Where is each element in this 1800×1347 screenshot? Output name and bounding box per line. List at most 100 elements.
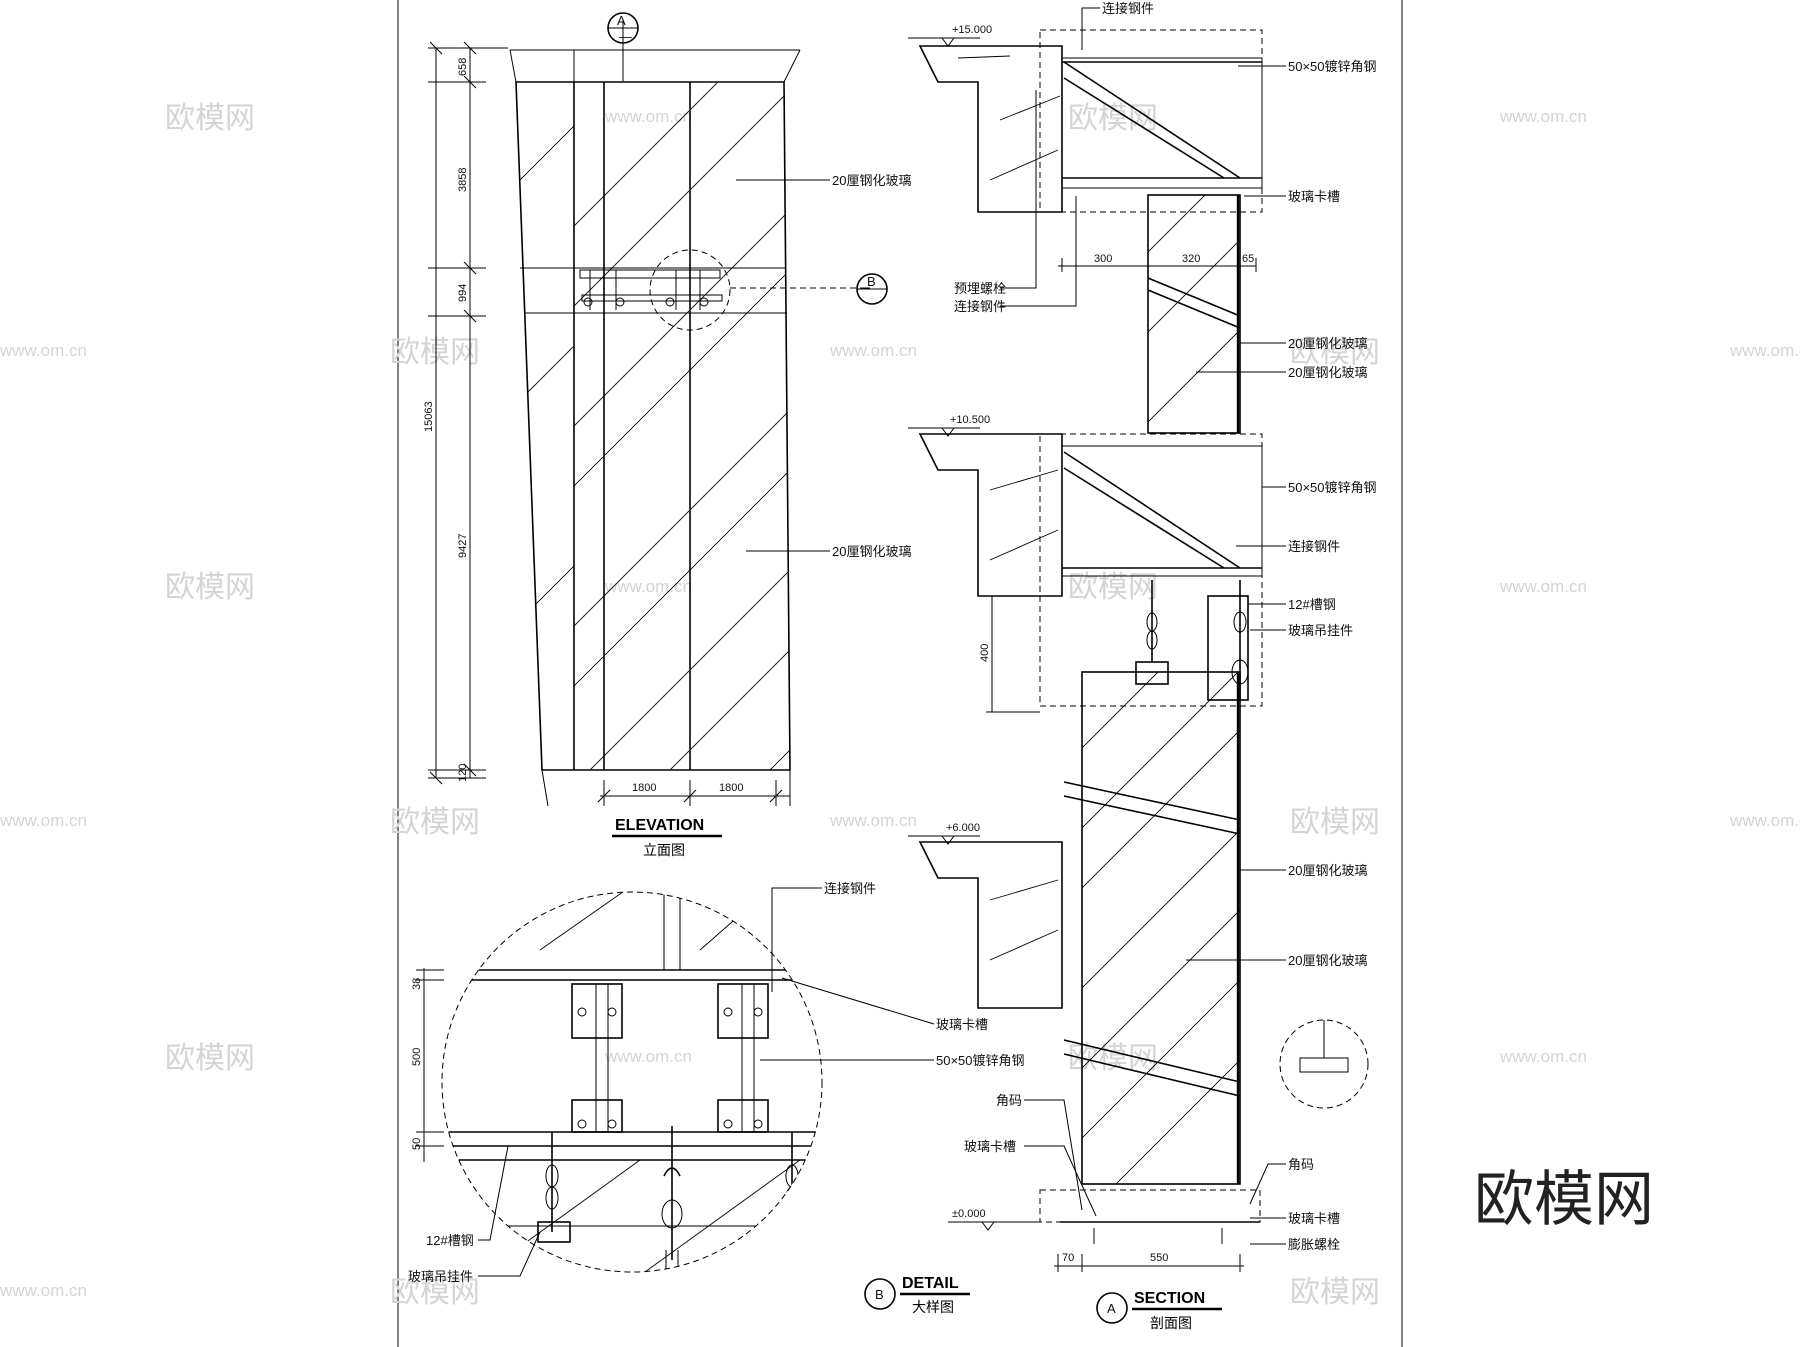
- section-callout-box: [1039, 433, 1263, 707]
- watermark: 欧模网: [1068, 102, 1158, 135]
- section-label: 20厘钢化玻璃: [1288, 365, 1367, 380]
- section-label: 玻璃吊挂件: [1288, 623, 1353, 638]
- watermark-layer: 欧模网 www.om.cn 欧模网 www.om.cn www.om.cn 欧模…: [0, 102, 1800, 1309]
- section-dimensions-bottom: 70 550: [1054, 1252, 1244, 1272]
- watermark-url: www.om.cn: [604, 1047, 692, 1066]
- section-label: 连接钢件: [1102, 1, 1154, 16]
- detail-view: 38 500 50 连接钢件 玻璃卡槽 50×50镀锌角钢 12#槽钢 玻璃吊挂…: [408, 881, 1025, 1315]
- section-marker-a: [1096, 1292, 1128, 1324]
- watermark: 欧模网: [1290, 806, 1380, 839]
- concrete-slab: [918, 841, 1063, 1009]
- watermark-url: www.om.cn: [829, 341, 917, 360]
- watermark-url: www.om.cn: [1499, 107, 1587, 126]
- watermark-url: www.om.cn: [1729, 811, 1800, 830]
- watermark-url: www.om.cn: [604, 107, 692, 126]
- section-labels: 连接钢件 50×50镀锌角钢 玻璃卡槽 预埋螺栓 连接钢件 20厘钢化玻璃 20…: [954, 1, 1377, 1252]
- brand-logo-text: 欧模网: [1474, 1166, 1654, 1233]
- detail-title: DETAIL: [902, 1275, 959, 1292]
- hanging-bracket-group: [579, 269, 723, 310]
- section-subtitle: 剖面图: [1150, 1315, 1192, 1331]
- section-label: 连接钢件: [1288, 539, 1340, 554]
- steel-frame-mid: [1061, 445, 1263, 577]
- dim-label: 38: [411, 978, 423, 990]
- detail-dimensions: 38 500 50: [411, 968, 444, 1162]
- angle-steel-bracket: [717, 983, 769, 1039]
- dim-label: 50: [411, 1138, 423, 1150]
- dim-label: 500: [411, 1048, 423, 1066]
- section-label: 20厘钢化玻璃: [1288, 863, 1367, 878]
- section-label: 角码: [1288, 1157, 1314, 1172]
- watermark: 欧模网: [1290, 1276, 1380, 1309]
- elevation-label-glass: 20厘钢化玻璃: [832, 544, 911, 559]
- dim-label: 15063: [423, 401, 435, 432]
- section-label: 膨胀螺栓: [1288, 1237, 1340, 1252]
- section-label: 20厘钢化玻璃: [1288, 336, 1367, 351]
- detail-marker-b-label: B: [867, 274, 876, 289]
- glass-hanger: [537, 1126, 811, 1272]
- detail-callout-circle: [1279, 1019, 1369, 1109]
- glass-hatch: [574, 82, 790, 770]
- watermark: 欧模网: [165, 1042, 255, 1075]
- dim-label: 400: [979, 644, 991, 662]
- dim-label: 300: [1094, 253, 1112, 265]
- concrete-slab: [918, 433, 1063, 597]
- detail-callout-circle: [649, 249, 731, 331]
- section-label: 角码: [996, 1093, 1022, 1108]
- detail-boundary: [441, 891, 823, 1273]
- elevation-bottom-dimensions: 1800 1800: [597, 780, 790, 806]
- dim-label: 994: [457, 284, 469, 302]
- watermark: 欧模网: [165, 102, 255, 135]
- section-marker-label: A: [1107, 1301, 1116, 1316]
- watermark-url: www.om.cn: [0, 811, 87, 830]
- section-label: 预埋螺栓: [954, 281, 1006, 296]
- watermark-url: www.om.cn: [1499, 577, 1587, 596]
- level-label: +10.500: [950, 414, 990, 426]
- elevation-title: ELEVATION: [615, 817, 704, 834]
- section-dimension-400: 400: [979, 595, 1040, 713]
- watermark: 欧模网: [390, 1276, 480, 1309]
- detail-marker-b: [864, 1278, 896, 1310]
- dim-label: 1800: [719, 782, 743, 794]
- elevation-subtitle: 立面图: [643, 842, 685, 858]
- section-dimensions-top: 300 320 65: [1058, 253, 1257, 272]
- dim-label: 550: [1150, 1252, 1168, 1264]
- level-label: ±0.000: [952, 1208, 986, 1220]
- section-label: 50×50镀锌角钢: [1288, 480, 1377, 495]
- detail-labels: 连接钢件 玻璃卡槽 50×50镀锌角钢 12#槽钢 玻璃吊挂件: [408, 881, 1025, 1284]
- section-label: 连接钢件: [954, 299, 1006, 314]
- level-marker: +6.000: [908, 822, 980, 845]
- detail-label: 玻璃卡槽: [936, 1017, 988, 1032]
- dim-label: 320: [1182, 253, 1200, 265]
- dim-label: 70: [1062, 1252, 1074, 1264]
- section-view: +15.000 300: [908, 1, 1377, 1331]
- watermark-url: www.om.cn: [829, 811, 917, 830]
- section-marker-a-label: A: [617, 13, 626, 28]
- channel-steel: [1207, 595, 1249, 701]
- watermark-url: www.om.cn: [1499, 1047, 1587, 1066]
- dim-label: 65: [1242, 253, 1254, 265]
- detail-label: 12#槽钢: [426, 1233, 474, 1248]
- dim-label: 9427: [457, 534, 469, 558]
- watermark: 欧模网: [1290, 336, 1380, 369]
- diagonal-brace: [1063, 61, 1241, 179]
- section-title: SECTION: [1134, 1290, 1205, 1307]
- level-label: +15.000: [952, 24, 992, 36]
- section-label: 玻璃卡槽: [1288, 189, 1340, 204]
- glass-panel-section: [1081, 671, 1241, 1185]
- watermark-url: www.om.cn: [0, 1281, 87, 1300]
- level-marker: +10.500: [908, 414, 990, 437]
- level-marker: +15.000: [908, 24, 992, 47]
- elevation-view: A —: [423, 12, 911, 858]
- dim-label: 3858: [457, 168, 469, 192]
- elevation-dimensions: 658 3858 994 15063 9427 120: [423, 41, 508, 785]
- elevation-label-glass: 20厘钢化玻璃: [832, 173, 911, 188]
- watermark: 欧模网: [165, 571, 255, 604]
- section-callout-box: [1039, 1189, 1261, 1223]
- watermark: 欧模网: [390, 806, 480, 839]
- dim-label: 120: [457, 764, 469, 782]
- svg-text:—: —: [619, 29, 632, 44]
- watermark-url: www.om.cn: [604, 577, 692, 596]
- watermark-url: www.om.cn: [1729, 341, 1800, 360]
- glass-hanger-section: [1135, 580, 1249, 701]
